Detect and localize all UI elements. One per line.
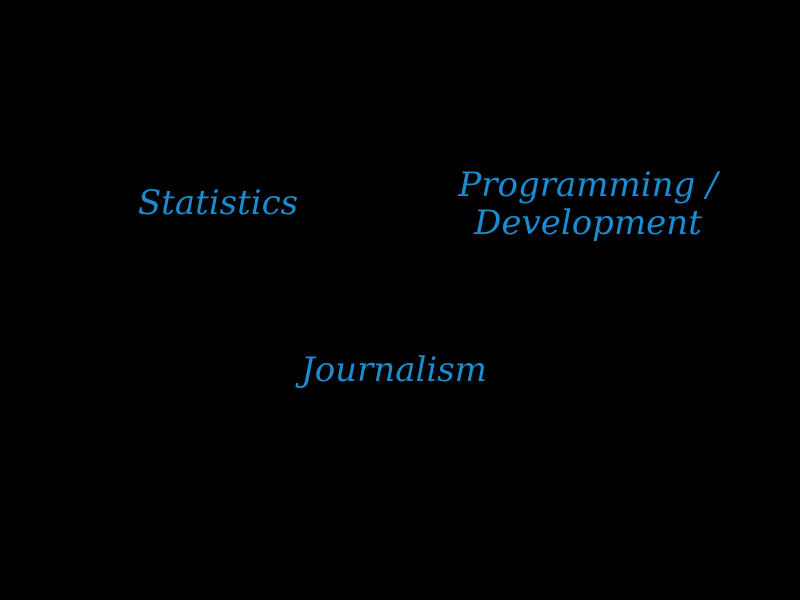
journalism-label: Journalism xyxy=(301,350,487,390)
programming-development-label: Programming / Development xyxy=(436,166,740,242)
programming-label-line-2: Development xyxy=(474,203,702,243)
programming-label-line-1: Programming / xyxy=(458,165,718,205)
statistics-label: Statistics xyxy=(137,183,299,223)
